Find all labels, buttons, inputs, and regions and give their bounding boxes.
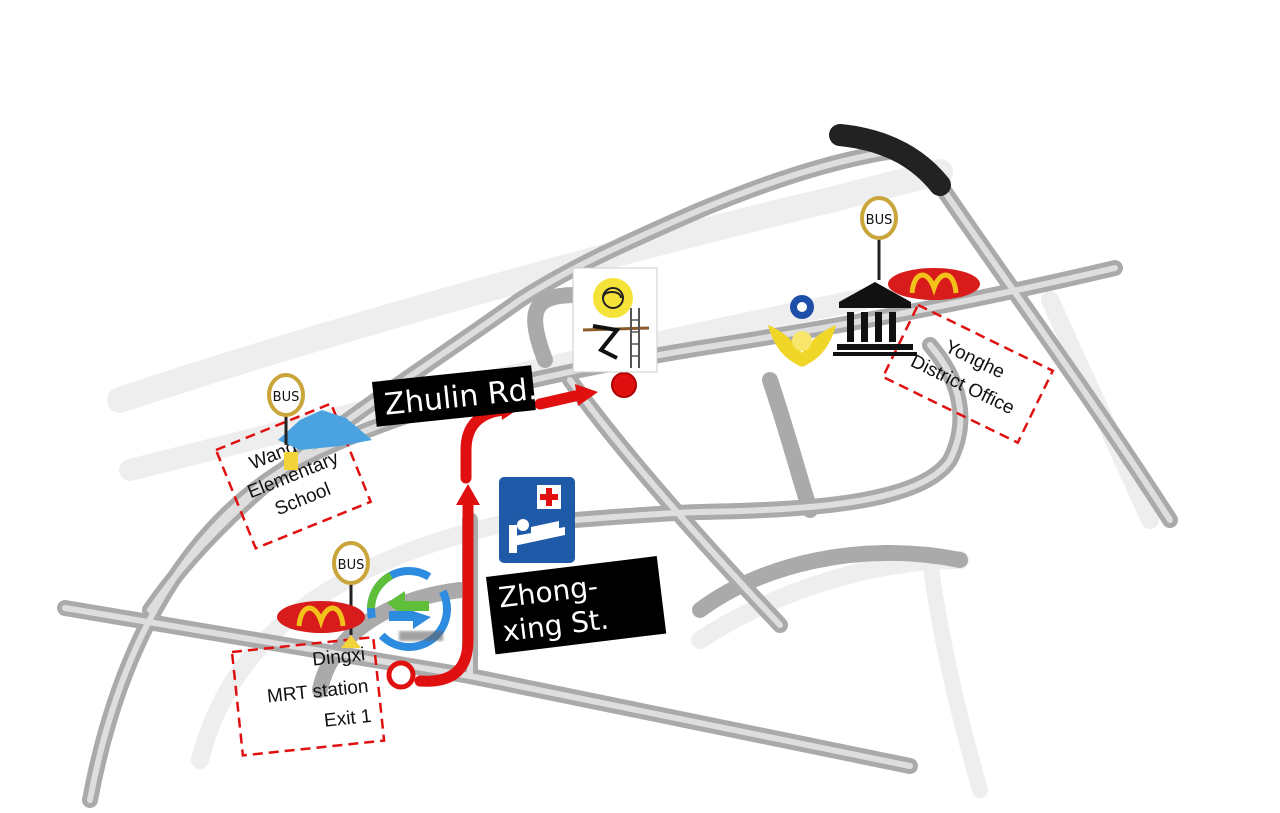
svg-text:Dingxi: Dingxi <box>311 644 366 670</box>
route-end-marker <box>611 372 637 398</box>
hospital-icon <box>499 477 575 563</box>
route-arrow-north <box>456 484 480 505</box>
road-south-curve <box>692 545 968 618</box>
temple-sign-icon <box>572 267 658 373</box>
police-emblem-icon <box>768 295 836 367</box>
mcdonalds-icon <box>277 601 365 633</box>
bus-stop-icon: BUS <box>267 373 305 445</box>
highway-dark-segment <box>829 124 951 196</box>
road-network <box>57 124 1178 808</box>
bus-stop-icon: BUS <box>332 541 370 648</box>
svg-text:BUS: BUS <box>338 558 365 573</box>
svg-text:Exit 1: Exit 1 <box>323 706 372 732</box>
mcdonalds-icon <box>888 268 980 300</box>
place-label-dingxi-station: Dingxi MRT station Exit 1 <box>230 635 386 757</box>
metro-logo-icon <box>367 567 451 651</box>
road-south-left <box>312 582 468 698</box>
svg-text:BUS: BUS <box>866 213 893 228</box>
route-start-marker <box>386 660 416 690</box>
svg-text:MRT station: MRT station <box>266 676 369 708</box>
street-label-zhongxing: Zhong- xing St. <box>486 556 667 655</box>
road-inner-right <box>762 372 818 518</box>
street-label-zhulin: Zhulin Rd. <box>372 365 539 427</box>
route-arrow-east-2 <box>575 384 598 406</box>
svg-text:BUS: BUS <box>273 390 300 405</box>
school-icon <box>278 410 372 470</box>
government-building-icon <box>833 282 917 356</box>
bus-stop-icon: BUS <box>860 196 898 280</box>
